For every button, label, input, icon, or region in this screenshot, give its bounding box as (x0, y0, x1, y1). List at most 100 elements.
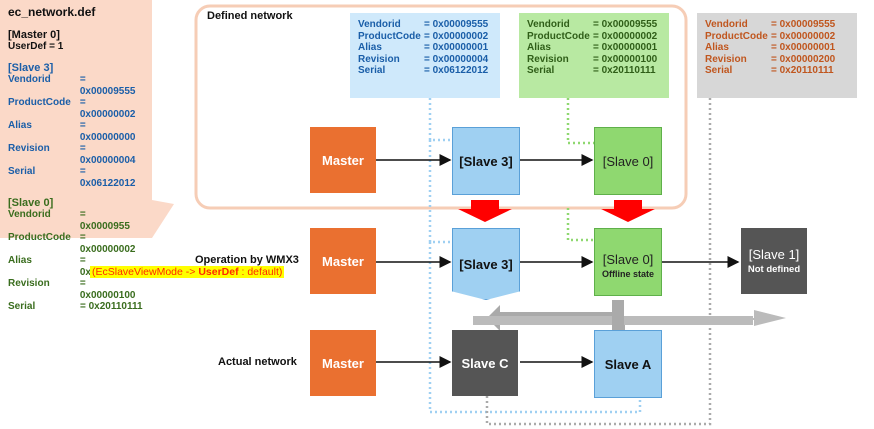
red-arrow-1 (458, 200, 512, 222)
defined-master-node: Master (310, 127, 376, 193)
defined-slave3-node: [Slave 3] (452, 127, 520, 195)
param-value: = 0x00000001 (771, 42, 836, 54)
param-value: = 0x00009555 (424, 19, 489, 30)
param-row: Alias = 0x00000001 (705, 42, 849, 54)
param-key: Vendorid (8, 74, 51, 85)
defined-network-frame (194, 4, 688, 210)
file-note-title: ec_network.def (8, 5, 96, 19)
param-row: Vendorid = 0x00009555 (527, 19, 661, 31)
param-key: Alias (8, 255, 32, 266)
param-value: = 0x00009555 (79, 209, 136, 232)
param-row: ProductCode= 0x00000002 (705, 31, 849, 43)
param-row: Vendorid = 0x00009555 (358, 19, 492, 31)
defined-slave0-node: [Slave 0] (594, 127, 662, 195)
param-key: ProductCode (527, 30, 590, 42)
param-value: = 0x00000100 (79, 278, 136, 301)
param-value: = 0x00000002 (771, 30, 836, 42)
param-row: Serial = 0x06122012 (358, 65, 492, 77)
param-value: = 0x00000004 (424, 53, 489, 65)
dotted-link-green-2 (566, 208, 594, 242)
param-key: Revision (8, 278, 50, 289)
param-value: = 0x00009555 (771, 19, 836, 30)
param-key: Serial (8, 166, 36, 177)
param-key: Alias (8, 120, 32, 131)
param-value: = 0x20110111 (80, 301, 143, 312)
param-row: Revision = 0x00000200 (705, 54, 849, 66)
param-row: Serial = 0x20110111 (705, 65, 849, 77)
param-key: Serial (527, 65, 555, 77)
param-value: = 0x00000004 (79, 143, 136, 166)
actual-network-label: Actual network (218, 356, 297, 368)
param-key: Vendorid (358, 19, 401, 30)
param-row: ProductCode= 0x00000002 (527, 31, 661, 43)
file-note: ec_network.def [Master 0] UserDef = 1 [S… (0, 0, 152, 312)
param-row: Serial = 0x20110111 (8, 301, 144, 313)
param-key: Revision (358, 53, 400, 65)
dotted-link-gray (485, 98, 712, 426)
param-value: = 0x00000001 (424, 42, 489, 54)
param-value: = 0x06122012 (79, 166, 136, 189)
param-row: Serial = 0x06122012 (8, 166, 144, 189)
param-row: ProductCode= 0x00000002 (358, 31, 492, 43)
operation-master-node: Master (310, 228, 376, 294)
param-value: = 0x20110111 (593, 65, 656, 77)
param-row: Vendorid = 0x00009555 (8, 74, 144, 97)
param-row: Alias= 0x00000000 (8, 120, 144, 143)
param-key: ProductCode (8, 232, 71, 243)
param-value: = 0x00000002 (79, 232, 136, 255)
dotted-link-blue (428, 98, 452, 142)
param-row: Revision = 0x00000004 (358, 54, 492, 66)
param-key: Alias (705, 42, 729, 54)
param-value: = 0x00000001 (593, 42, 658, 54)
param-key: ProductCode (358, 30, 421, 42)
param-row: Serial = 0x20110111 (527, 65, 661, 77)
param-row: Alias= 0x00000001 (527, 42, 661, 54)
slave3-header: [Slave 3] (8, 62, 54, 74)
param-key: Vendorid (705, 19, 748, 30)
param-key: ProductCode (8, 97, 71, 108)
param-key: Serial (705, 65, 733, 77)
param-value: = 0x00000100 (593, 53, 658, 65)
dotted-link-blue-2 (428, 140, 452, 244)
operation-label: Operation by WMX3 (195, 254, 299, 266)
param-value: = 0x20110111 (771, 65, 834, 77)
param-value: = 0x00000200 (771, 53, 836, 65)
dotted-link-green (566, 98, 594, 145)
param-key: Serial (358, 65, 386, 77)
gray-arrow-slave-c (473, 310, 786, 334)
param-row: ProductCode = 0x00000002 (8, 97, 144, 120)
param-row: ProductCode = 0x00000002 (8, 232, 144, 255)
param-value: = 0x00000002 (424, 30, 489, 42)
param-value: = 0x00009555 (79, 74, 136, 97)
param-key: Revision (8, 143, 50, 154)
param-key: Alias (358, 42, 382, 54)
param-key: ProductCode (705, 30, 768, 42)
red-arrow-2 (601, 200, 655, 222)
master-header: [Master 0] (8, 29, 60, 41)
slave0-header: [Slave 0] (8, 197, 54, 209)
actual-slave-a-node: Slave A (594, 330, 662, 398)
operation-slave1-node: [Slave 1] Not defined (741, 228, 807, 294)
defined-network-label: Defined network (207, 10, 293, 22)
operation-slave3-node: [Slave 3] (452, 228, 520, 300)
operation-slave0-node: [Slave 0] Offline state (594, 228, 662, 296)
view-mode-label: (EcSlaveViewMode -> UserDef : default) (90, 266, 285, 278)
param-value: = 0x00000002 (79, 97, 136, 120)
param-row: Vendorid= 0x00009555 (8, 209, 144, 232)
param-key: Revision (527, 53, 569, 65)
param-row: Revision = 0x00000100 (8, 278, 144, 301)
param-value: = 0x06122012 (424, 65, 489, 77)
param-value: = 0x00009555 (593, 19, 658, 30)
param-key: Serial (8, 301, 36, 312)
param-key: Revision (705, 53, 747, 65)
param-row: Vendorid = 0x00009555 (705, 19, 849, 31)
userdef-line: UserDef = 1 (8, 41, 64, 52)
actual-master-node: Master (310, 330, 376, 396)
param-key: Vendorid (527, 19, 570, 30)
param-row: Revision = 0x00000004 (8, 143, 144, 166)
actual-slave-c-node: Slave C (452, 330, 518, 396)
